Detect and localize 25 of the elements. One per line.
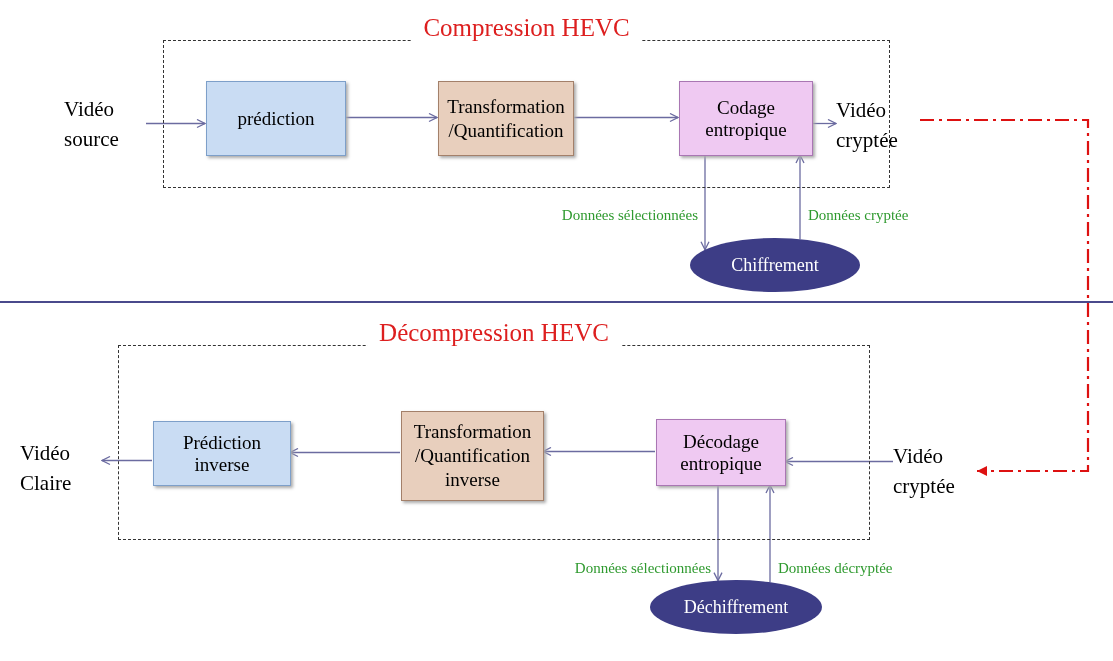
text-label: Vidéo source xyxy=(64,92,146,156)
process-ellipse: Chiffrement xyxy=(690,238,860,292)
arrow xyxy=(344,112,438,123)
arrow xyxy=(145,118,206,129)
text-label: Vidéo cryptée xyxy=(893,438,977,504)
arrow xyxy=(765,484,775,583)
arrow xyxy=(784,456,894,467)
arrow xyxy=(289,447,401,458)
process-box: Transformation /Quantification xyxy=(438,81,574,156)
text-label: Vidéo cryptée xyxy=(836,92,920,158)
arrow xyxy=(542,446,656,457)
process-box: Transformation /Quantification inverse xyxy=(401,411,544,501)
arrow xyxy=(101,455,153,466)
process-box: Prédiction inverse xyxy=(153,421,291,486)
arrow xyxy=(700,154,710,251)
arrow xyxy=(572,112,679,123)
arrow xyxy=(811,118,837,129)
process-ellipse: Déchiffrement xyxy=(650,580,822,634)
arrow xyxy=(920,118,1090,476)
process-box: Codage entropique xyxy=(679,81,813,156)
process-box: prédiction xyxy=(206,81,346,156)
text-label: Vidéo Claire xyxy=(20,436,102,500)
process-box: Décodage entropique xyxy=(656,419,786,486)
arrow xyxy=(713,484,723,582)
arrow xyxy=(795,154,805,240)
